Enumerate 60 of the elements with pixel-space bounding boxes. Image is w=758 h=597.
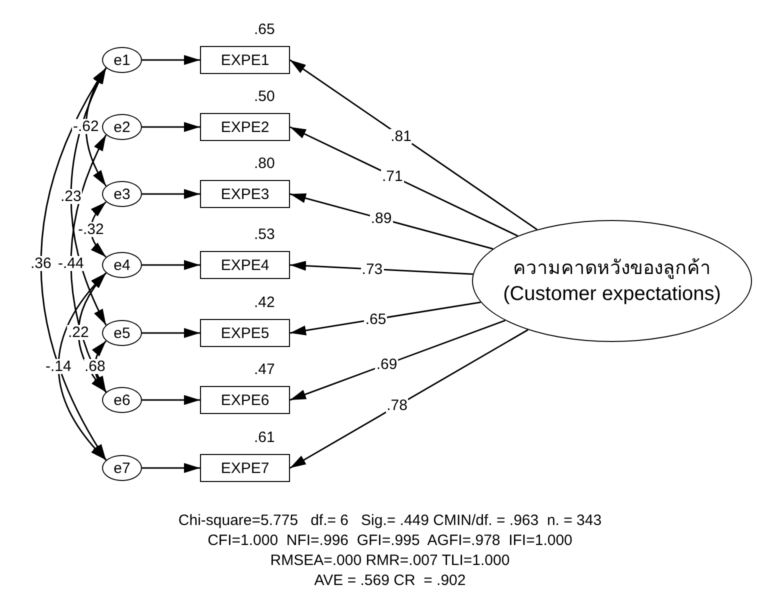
error-ellipse: e6 (102, 387, 142, 413)
value-label: .42 (254, 295, 275, 311)
edge-label: .73 (360, 262, 384, 277)
fit-statistics: RMSEA=.000 RMR=.007 TLI=1.000 (269, 553, 511, 569)
value-label: .47 (254, 362, 275, 378)
covariance-arrow (70, 134, 107, 392)
arrow (142, 395, 200, 405)
error-ellipse: e1 (102, 47, 142, 73)
edge-label: .89 (370, 211, 393, 226)
edge-label: .81 (390, 128, 412, 144)
value-label: .53 (254, 227, 275, 243)
variable-box: EXPE2 (200, 113, 290, 141)
edge-label: -.14 (44, 359, 72, 374)
variable-box: EXPE6 (200, 386, 290, 414)
edge-label: -.32 (77, 222, 105, 237)
error-ellipse: e5 (102, 320, 142, 346)
arrow (142, 463, 200, 473)
fit-statistics: CFI=1.000 NFI=.996 GFI=.995 AGFI=.978 IFI=1.000 (206, 533, 574, 549)
error-ellipse: e4 (102, 252, 142, 278)
arrow (290, 193, 494, 250)
variable-box: EXPE3 (200, 180, 290, 208)
arrow (290, 320, 506, 401)
variable-box: EXPE4 (200, 251, 290, 279)
edge-label: .36 (30, 256, 52, 272)
ellipse-label: ความคาดหวังของลูกค้า (513, 256, 711, 281)
value-label: .50 (254, 89, 275, 105)
arrow (142, 260, 200, 270)
arrow (142, 122, 200, 132)
covariance-arrow (58, 272, 107, 461)
arrow (290, 59, 538, 230)
fit-statistics: AVE = .569 CR = .902 (313, 573, 467, 589)
edge-label: -.44 (57, 256, 85, 271)
variable-box: EXPE7 (200, 454, 290, 482)
arrow (142, 328, 200, 338)
edge-label: .69 (375, 356, 398, 372)
arrow (290, 260, 473, 275)
variable-box: EXPE5 (200, 319, 290, 347)
arrow (142, 189, 200, 199)
variable-box: EXPE1 (200, 46, 290, 74)
covariance-arrow (78, 272, 107, 392)
edge-label: .68 (84, 359, 106, 374)
value-label: .65 (254, 22, 275, 38)
arrow (290, 301, 481, 336)
ellipse-label: (Customer expectations) (503, 282, 721, 307)
edge-label: .78 (386, 398, 408, 414)
error-ellipse: e7 (102, 455, 142, 481)
error-ellipse: e2 (102, 114, 142, 140)
edge-label: -.62 (72, 119, 100, 134)
arrow (142, 55, 200, 65)
edge-label: .23 (60, 189, 82, 204)
arrow (290, 126, 518, 237)
arrow (290, 329, 528, 469)
covariance-arrow (40, 68, 107, 460)
edge-label: .71 (380, 168, 404, 184)
value-label: .61 (254, 430, 275, 446)
edge-label: .22 (67, 325, 90, 340)
edge-label: .65 (364, 312, 388, 327)
error-ellipse: e3 (102, 181, 142, 207)
value-label: .80 (254, 156, 275, 172)
fit-statistics: Chi-square=5.775 df.= 6 Sig.= .449 CMIN/df. = .963 n. = 343 (177, 513, 603, 529)
